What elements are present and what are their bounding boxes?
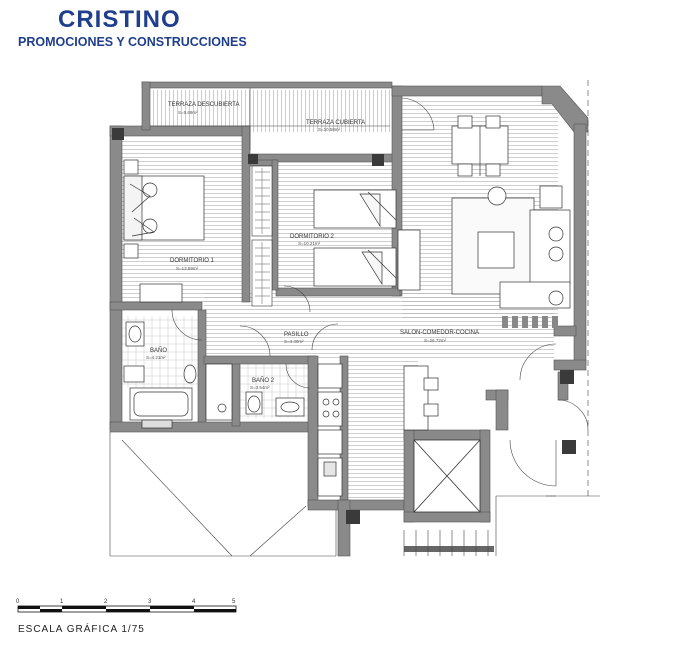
scale-tick-0: 0: [16, 599, 20, 605]
brand-name: CRISTINO: [58, 6, 181, 33]
beds-dormitorio-2: [313, 189, 421, 291]
walls: [109, 81, 589, 557]
brand-tagline: PROMOCIONES Y CONSTRUCCIONES: [18, 35, 247, 49]
kitchen-units: [317, 363, 439, 497]
area-dormitorio-1: S=13.59m²: [176, 266, 199, 271]
room-labels: TERRAZA DESCUBIERTA S=5.69m² TERRAZA CUB…: [146, 102, 479, 390]
stairs: [403, 530, 489, 556]
bathroom-2-fixtures: [205, 363, 305, 421]
scale-tick-5: 5: [232, 599, 236, 605]
scale-tick-3: 3: [148, 599, 152, 605]
scale-tick-2: 2: [104, 599, 108, 605]
exterior-lines: [109, 80, 600, 557]
label-dormitorio-2: DORMITORIO 2: [290, 234, 335, 240]
area-bano-1: S=4.21m²: [146, 355, 166, 360]
terrace-railing: [150, 88, 390, 150]
dining-table: [451, 115, 509, 177]
bed-dormitorio-1: [123, 159, 205, 303]
label-bano-1: BAÑO: [150, 347, 167, 354]
scale-label: ESCALA GRÁFICA 1/75: [18, 624, 145, 635]
scale-tick-1: 1: [60, 599, 64, 605]
wardrobe: [251, 165, 273, 307]
bathroom-1-fixtures: [123, 321, 197, 429]
area-terraza-cubierta: S=10.58m²: [318, 127, 341, 132]
label-bano-2: BAÑO 2: [252, 377, 275, 384]
columns: [112, 128, 576, 552]
scale-tick-4: 4: [192, 599, 196, 605]
area-terraza-descubierta: S=5.69m²: [178, 110, 198, 115]
door-swings: [171, 97, 589, 487]
label-pasillo: PASILLO: [284, 332, 309, 338]
label-terraza-cubierta: TERRAZA CUBIERTA: [306, 120, 365, 126]
label-salon: SALON-COMEDOR-COCINA: [400, 330, 479, 336]
area-pasillo: S=4.40m²: [284, 339, 304, 344]
area-dormitorio-2: S=10.21m²: [298, 241, 321, 246]
area-bano-2: S=3.54m²: [250, 385, 270, 390]
scale-bar: 0 1 2 3 4 5: [16, 599, 237, 613]
area-salon: S=26.72m²: [424, 338, 447, 343]
elevator-shaft: [413, 439, 481, 513]
label-terraza-descubierta: TERRAZA DESCUBIERTA: [168, 102, 239, 108]
label-dormitorio-1: DORMITORIO 1: [170, 258, 215, 264]
living-area: [451, 185, 571, 328]
